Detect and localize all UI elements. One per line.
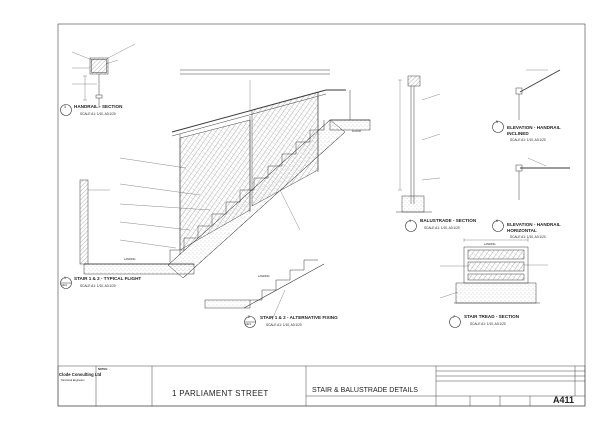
label-landing-alt: LANDING (258, 275, 270, 278)
project-title: 1 PARLIAMENT STREET (172, 389, 269, 398)
detail-5-title: ELEVATION - HANDRAIL INCLINED (507, 125, 561, 136)
drawing-number: A411 (553, 395, 575, 405)
detail-7-scale: SCALE A1: 1/10, A3:1/20 (470, 322, 506, 326)
detail-2-alternative-fixing (204, 259, 325, 328)
detail-4-balustrade-section (396, 75, 441, 232)
detail-5-elevation-inclined (492, 69, 561, 133)
label-floor: FLOOR (352, 130, 361, 133)
detail-5-scale: SCALE A1: 1/10, A3:1/20 (510, 138, 546, 142)
company-sub: Structural Engineers (61, 379, 85, 382)
detail-1-sheet: A421 (61, 284, 68, 287)
detail-6-scale: SCALE A1: 1/10, A3:1/20 (510, 235, 546, 239)
detail-1-number: 1 (64, 276, 66, 280)
label-landing-tread: LANDING (484, 243, 496, 246)
detail-6-number: 6 (496, 219, 498, 223)
detail-6-title: ELEVATION - HANDRAIL HORIZONTAL (507, 222, 561, 233)
company-name: Clode Consulting Ltd (59, 372, 102, 377)
title-block (57, 365, 586, 407)
detail-2-sheet: A421 (245, 323, 252, 326)
detail-3-title: HANDRAIL - SECTION (74, 104, 123, 109)
sheet-border (57, 23, 586, 407)
detail-3-handrail-section (60, 43, 136, 116)
detail-1-typical-flight (60, 69, 371, 289)
drawing-title: STAIR & BALUSTRADE DETAILS (312, 387, 418, 394)
detail-2-title: STAIR 1 & 2 - ALTERNATIVE FIXING (260, 315, 338, 320)
detail-3-number: 3 (64, 105, 66, 109)
detail-2-scale: SCALE A1: 1/10, A3:1/20 (266, 323, 302, 327)
detail-3-scale: SCALE A1: 1/10, A3:1/20 (80, 112, 116, 116)
detail-7-title: STAIR TREAD - SECTION (464, 314, 520, 319)
detail-7-stair-tread-section (439, 238, 548, 328)
notes-heading: NOTES: (98, 368, 108, 371)
detail-7-number: 7 (453, 315, 455, 319)
detail-5-number: 5 (496, 120, 498, 124)
label-landing-lower: LANDING (124, 258, 136, 261)
detail-2-number: 2 (248, 315, 250, 319)
detail-1-title: STAIR 1 & 2 - TYPICAL FLIGHT (74, 276, 142, 281)
detail-1-scale: SCALE A1: 1/10, A3:1/20 (80, 284, 116, 288)
detail-6-elevation-horizontal (492, 157, 570, 232)
detail-4-title: BALUSTRADE - SECTION (420, 218, 477, 223)
detail-4-scale: SCALE A1: 1/10, A3:1/20 (424, 226, 460, 230)
detail-4-number: 4 (409, 219, 411, 223)
